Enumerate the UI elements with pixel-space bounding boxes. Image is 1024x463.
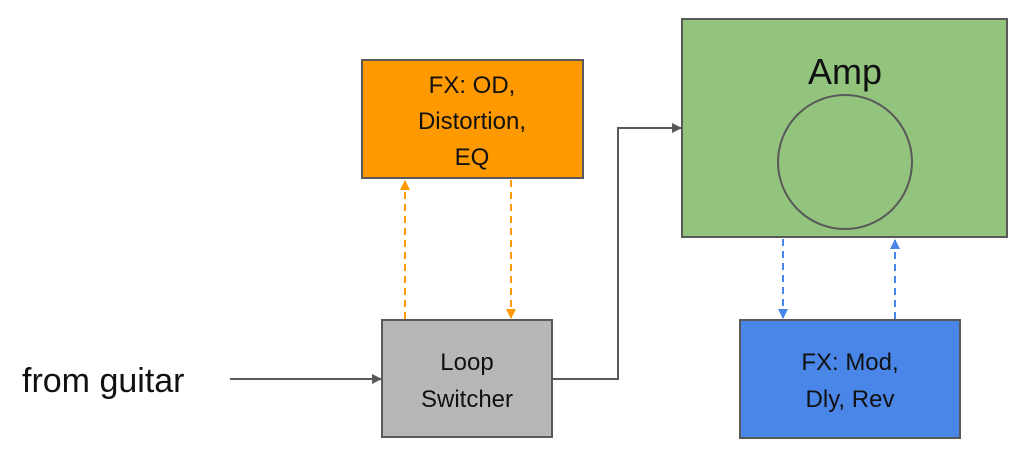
fx-drive-box xyxy=(361,59,584,179)
source-label: from guitar xyxy=(22,362,185,400)
fx-drive-line-3: EQ xyxy=(455,144,490,171)
loop-switcher-box xyxy=(381,319,553,438)
loop-switcher-node: Loop Switcher xyxy=(381,319,553,438)
edges xyxy=(230,123,900,384)
edge-switcher-to-amp xyxy=(553,123,682,380)
amp-label: Amp xyxy=(808,51,882,92)
fx-time-node: FX: Mod, Dly, Rev xyxy=(739,319,961,439)
fx-drive-line-2: Distortion, xyxy=(418,108,526,135)
fx-time-line-1: FX: Mod, xyxy=(801,349,898,376)
fx-time-line-2: Dly, Rev xyxy=(806,386,895,413)
fx-drive-node: FX: OD, Distortion, EQ xyxy=(361,59,584,179)
amp-node: Amp xyxy=(681,18,1008,238)
loop-switcher-line-2: Switcher xyxy=(421,386,513,413)
amp-speaker-icon xyxy=(777,94,913,230)
fx-time-box xyxy=(739,319,961,439)
fx-drive-line-1: FX: OD, xyxy=(429,72,516,99)
loop-switcher-line-1: Loop xyxy=(440,349,493,376)
amp-box xyxy=(681,18,1008,238)
